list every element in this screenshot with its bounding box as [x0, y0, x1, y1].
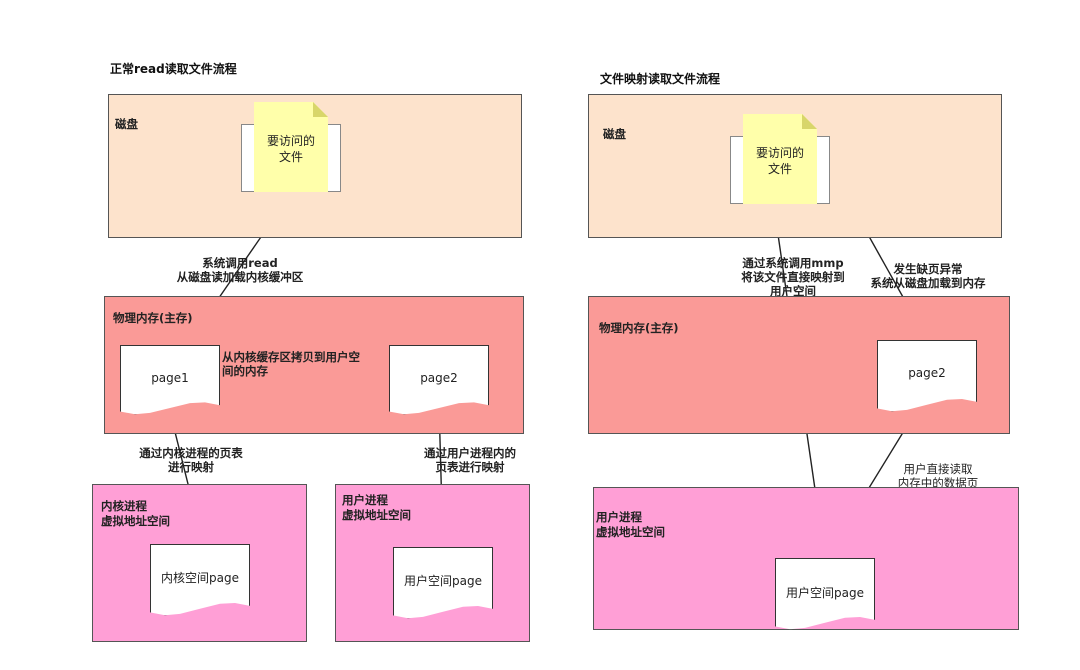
left-kernel-process-region: 内核进程 虚拟地址空间 — [92, 484, 307, 642]
left-page1-node — [120, 345, 220, 415]
right-disk-label: 磁盘 — [603, 127, 626, 141]
right-user-process-label: 用户进程 虚拟地址空间 — [596, 510, 665, 539]
right-edge-direct-label: 用户直接读取 内存中的数据页 — [897, 462, 979, 490]
right-user-page-label: 用户空间page — [786, 586, 864, 600]
right-memory-label: 物理内存(主存) — [599, 321, 679, 335]
right-flow-title: 文件映射读取文件流程 — [600, 72, 721, 86]
right-file-text-line2: 文件 — [767, 162, 792, 176]
left-edge-read-label: 系统调用read 从磁盘读加载内核缓冲区 — [176, 256, 304, 284]
left-file-text-line2: 文件 — [278, 150, 303, 164]
right-file-text-line1: 要访问的 — [755, 146, 804, 160]
right-edge-mmap-label: 通过系统调用mmp 将该文件直接映射到 用户空间 — [741, 256, 845, 298]
file-note-icon — [254, 102, 328, 192]
left-file-text-line1: 要访问的 — [266, 134, 315, 148]
right-edge-fault-label: 发生缺页异常 系统从磁盘加载到内存 — [870, 262, 986, 290]
left-edge-copy-label: 从内核缓存区拷贝到用户空 间的内存 — [222, 350, 360, 378]
left-flow-title: 正常read读取文件流程 — [110, 62, 237, 76]
left-kernel-process-label: 内核进程 虚拟地址空间 — [101, 499, 170, 528]
left-kernel-page-label: 内核空间page — [161, 571, 239, 585]
left-page2-label: page2 — [420, 371, 458, 385]
left-edge-kernel-map-label: 通过内核进程的页表 进行映射 — [139, 446, 243, 474]
right-page2-label: page2 — [908, 366, 946, 380]
left-disk-label: 磁盘 — [115, 117, 138, 131]
left-user-page-label: 用户空间page — [404, 574, 482, 588]
left-memory-label: 物理内存(主存) — [113, 311, 193, 325]
left-user-process-label: 用户进程 虚拟地址空间 — [342, 493, 411, 522]
left-edge-user-map-label: 通过用户进程内的 页表进行映射 — [424, 446, 516, 474]
left-page1-label: page1 — [151, 371, 189, 385]
file-note-icon — [743, 114, 817, 204]
